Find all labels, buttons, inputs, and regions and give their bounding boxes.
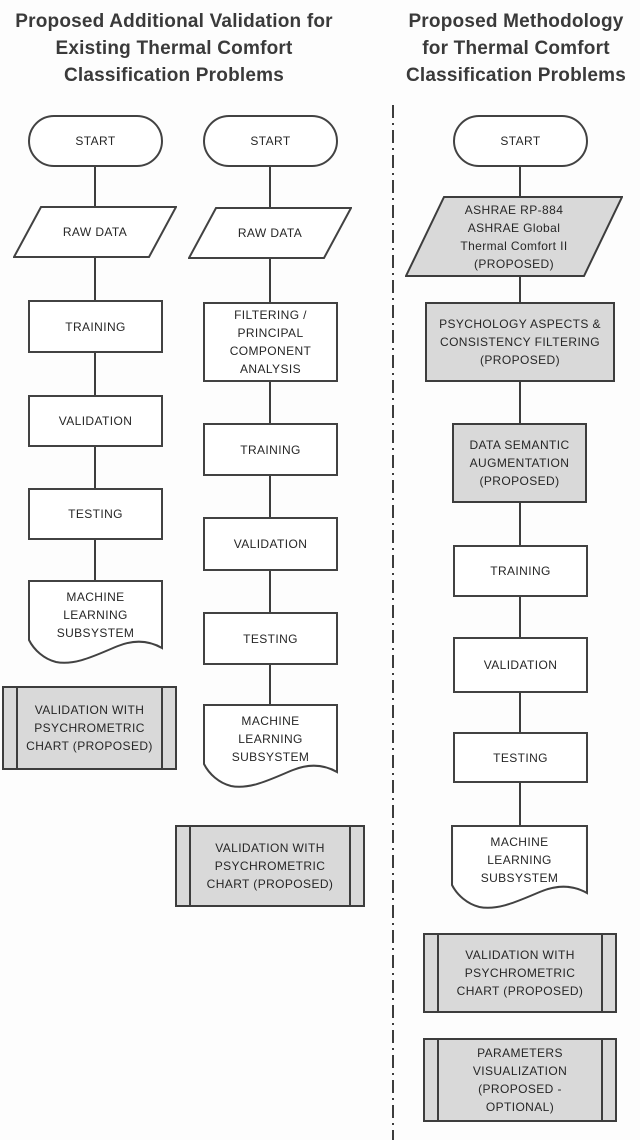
- col3-connector: [519, 382, 521, 423]
- col2-psychrometric-predefined-process: VALIDATION WITH PSYCHROMETRIC CHART (PRO…: [175, 825, 365, 907]
- col3-psychology-filtering-label: PSYCHOLOGY ASPECTS & CONSISTENCY FILTERI…: [439, 317, 601, 367]
- document-shape: [451, 825, 588, 909]
- col3-ml-subsystem-label: MACHINE LEARNING SUBSYSTEM: [480, 835, 559, 885]
- col1-connector: [94, 540, 96, 580]
- document-shape: [203, 704, 338, 788]
- col2-validation-process: VALIDATION: [203, 517, 338, 571]
- col1-training-process: TRAINING: [28, 300, 163, 353]
- right-section-title: Proposed Methodology for Thermal Comfort…: [405, 11, 626, 86]
- col1-raw-data-label: RAW DATA: [62, 225, 128, 239]
- col3-training-process: TRAINING: [453, 545, 588, 597]
- parallelogram-shape: [188, 207, 352, 259]
- col3-testing-label: TESTING: [493, 750, 548, 765]
- parallelogram-shape: [13, 206, 177, 258]
- col3-parameters-visualization-label: PARAMETERS VISUALIZATION (PROPOSED - OPT…: [472, 1046, 568, 1114]
- col2-connector: [269, 167, 271, 207]
- col2-training-process: TRAINING: [203, 423, 338, 476]
- col2-connector: [269, 259, 271, 302]
- col2-connector: [269, 571, 271, 612]
- col3-augmentation-label: DATA SEMANTIC AUGMENTATION (PROPOSED): [469, 438, 570, 488]
- document-shape: [28, 580, 163, 664]
- col2-ml-subsystem-document: MACHINE LEARNING SUBSYSTEM: [203, 704, 338, 792]
- col3-ashrae-dataset-parallelogram: ASHRAE RP-884 ASHRAE Global Thermal Comf…: [405, 196, 623, 277]
- col3-training-label: TRAINING: [490, 564, 551, 578]
- col2-connector: [269, 476, 271, 517]
- col3-psychrometric-label: VALIDATION WITH PSYCHROMETRIC CHART (PRO…: [456, 948, 584, 998]
- col1-testing-process: TESTING: [28, 488, 163, 540]
- col2-start-terminator: START: [203, 115, 338, 167]
- col1-start-terminator: START: [28, 115, 163, 167]
- col1-start-label: START: [75, 134, 116, 148]
- col2-connector: [269, 665, 271, 704]
- col1-ml-subsystem-label: MACHINE LEARNING SUBSYSTEM: [56, 590, 135, 640]
- col3-connector: [519, 167, 521, 196]
- col1-raw-data-parallelogram: RAW DATA: [13, 206, 177, 258]
- col3-psychrometric-predefined-process: VALIDATION WITH PSYCHROMETRIC CHART (PRO…: [423, 933, 617, 1013]
- col2-psychrometric-label: VALIDATION WITH PSYCHROMETRIC CHART (PRO…: [206, 841, 334, 891]
- col3-validation-label: VALIDATION: [483, 658, 558, 672]
- col2-raw-data-label: RAW DATA: [237, 226, 303, 240]
- col3-connector: [519, 277, 521, 302]
- col3-validation-process: VALIDATION: [453, 637, 588, 693]
- col3-connector: [519, 503, 521, 545]
- col1-connector: [94, 447, 96, 488]
- col2-ml-subsystem-label: MACHINE LEARNING SUBSYSTEM: [231, 714, 310, 764]
- col1-training-label: TRAINING: [65, 319, 126, 334]
- col3-connector: [519, 783, 521, 825]
- col3-connector: [519, 693, 521, 732]
- section-divider-dashed-line: [392, 105, 394, 1140]
- col2-connector: [269, 382, 271, 423]
- col2-training-label: TRAINING: [240, 442, 301, 457]
- col2-raw-data-parallelogram: RAW DATA: [188, 207, 352, 259]
- col1-psychrometric-predefined-process: VALIDATION WITH PSYCHROMETRIC CHART (PRO…: [2, 686, 177, 770]
- col2-start-label: START: [250, 134, 291, 148]
- col1-validation-process: VALIDATION: [28, 395, 163, 447]
- col3-psychology-filtering-process: PSYCHOLOGY ASPECTS & CONSISTENCY FILTERI…: [425, 302, 615, 382]
- col2-validation-label: VALIDATION: [233, 537, 308, 551]
- col2-testing-label: TESTING: [243, 631, 298, 646]
- col1-connector: [94, 353, 96, 395]
- col1-connector: [94, 258, 96, 300]
- col1-psychrometric-label: VALIDATION WITH PSYCHROMETRIC CHART (PRO…: [26, 703, 153, 753]
- col3-connector: [519, 597, 521, 637]
- col3-ml-subsystem-document: MACHINE LEARNING SUBSYSTEM: [451, 825, 588, 913]
- col1-testing-label: TESTING: [68, 507, 123, 521]
- col3-augmentation-process: DATA SEMANTIC AUGMENTATION (PROPOSED): [452, 423, 587, 503]
- left-section-title: Proposed Additional Validation for Exist…: [15, 11, 333, 86]
- col3-parameters-visualization-predefined-process: PARAMETERS VISUALIZATION (PROPOSED - OPT…: [423, 1038, 617, 1122]
- col3-start-label: START: [500, 134, 541, 148]
- col2-filtering-pca-process: FILTERING / PRINCIPAL COMPONENT ANALYSIS: [203, 302, 338, 382]
- col3-ashrae-dataset-label: ASHRAE RP-884 ASHRAE Global Thermal Comf…: [460, 202, 568, 271]
- col2-filtering-pca-label: FILTERING / PRINCIPAL COMPONENT ANALYSIS: [229, 308, 312, 376]
- col3-testing-process: TESTING: [453, 732, 588, 783]
- col1-ml-subsystem-document: MACHINE LEARNING SUBSYSTEM: [28, 580, 163, 668]
- col2-testing-process: TESTING: [203, 612, 338, 665]
- col3-start-terminator: START: [453, 115, 588, 167]
- col1-validation-label: VALIDATION: [58, 414, 133, 428]
- col1-connector: [94, 167, 96, 206]
- parallelogram-shape: [405, 196, 623, 277]
